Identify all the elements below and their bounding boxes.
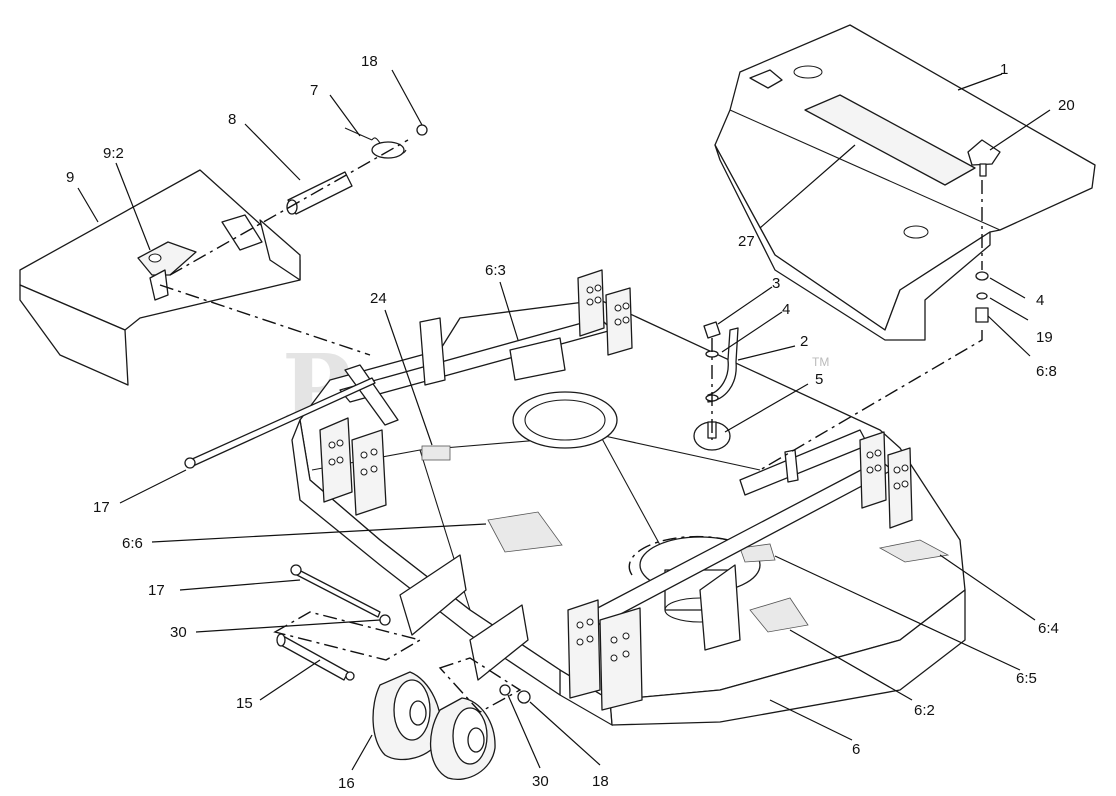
callout-19[interactable]: 19	[1036, 329, 1053, 346]
leader-lines	[77, 69, 1051, 771]
deck-decals	[421, 445, 950, 633]
callout-15[interactable]: 15	[236, 695, 253, 712]
decal-6-4[interactable]	[878, 539, 950, 563]
watermark-trademark: TM	[812, 355, 829, 369]
callout-6-6[interactable]: 6:6	[122, 535, 143, 552]
callout-6-3[interactable]: 6:3	[485, 262, 506, 279]
callout-30-left[interactable]: 30	[170, 624, 187, 641]
callout-2[interactable]: 2	[800, 333, 808, 350]
callout-labels: 1 20 27 4 19 6:8 18 7 8 9:2 9 6:3 24 3 4…	[66, 53, 1075, 792]
hardware-stack-right[interactable]	[975, 271, 989, 323]
callout-18-bottom[interactable]: 18	[592, 773, 609, 790]
knob-20[interactable]	[967, 139, 1001, 177]
plate-holes	[328, 284, 909, 662]
decal-6-2[interactable]	[749, 597, 809, 633]
wheels-16[interactable]	[372, 671, 496, 780]
callout-4-right[interactable]: 4	[1036, 292, 1044, 309]
decal-24[interactable]	[421, 445, 451, 461]
callout-5[interactable]: 5	[815, 371, 823, 388]
callout-16[interactable]: 16	[338, 775, 355, 792]
callout-6-4[interactable]: 6:4	[1038, 620, 1059, 637]
callout-6-2[interactable]: 6:2	[914, 702, 935, 719]
sleeve-8[interactable]	[286, 171, 353, 215]
callout-9-2[interactable]: 9:2	[103, 145, 124, 162]
nut-18-bottom[interactable]	[517, 690, 531, 704]
washers-30[interactable]	[379, 614, 511, 696]
decal-6-6[interactable]	[487, 511, 563, 553]
callout-24[interactable]: 24	[370, 290, 387, 307]
callout-6-8[interactable]: 6:8	[1036, 363, 1057, 380]
callout-7[interactable]: 7	[310, 82, 318, 99]
callout-27[interactable]: 27	[738, 233, 755, 250]
callout-8[interactable]: 8	[228, 111, 236, 128]
spring-7[interactable]	[344, 127, 407, 159]
shaft-15[interactable]	[276, 633, 355, 681]
callout-18-top[interactable]: 18	[361, 53, 378, 70]
rod-17-lower[interactable]	[290, 564, 381, 618]
callout-4-center[interactable]: 4	[782, 301, 790, 318]
callout-6-5[interactable]: 6:5	[1016, 670, 1037, 687]
rear-channel-6-3[interactable]	[339, 317, 613, 403]
callout-9[interactable]: 9	[66, 169, 74, 186]
belt-shield-9[interactable]	[19, 169, 301, 386]
belt-cover-1[interactable]	[714, 24, 1096, 341]
wheel-brackets[interactable]	[344, 364, 741, 681]
callout-20[interactable]: 20	[1058, 97, 1075, 114]
assembly-lines	[159, 139, 983, 713]
decal-6-5[interactable]	[739, 543, 776, 563]
callout-3[interactable]: 3	[772, 275, 780, 292]
callout-17-lower[interactable]: 17	[148, 582, 165, 599]
nut-18-top[interactable]	[416, 124, 428, 136]
callout-30-bottom[interactable]: 30	[532, 773, 549, 790]
callout-1[interactable]: 1	[1000, 61, 1008, 78]
rod-17-upper[interactable]	[184, 377, 376, 469]
callout-17-upper[interactable]: 17	[93, 499, 110, 516]
callout-6[interactable]: 6	[852, 741, 860, 758]
